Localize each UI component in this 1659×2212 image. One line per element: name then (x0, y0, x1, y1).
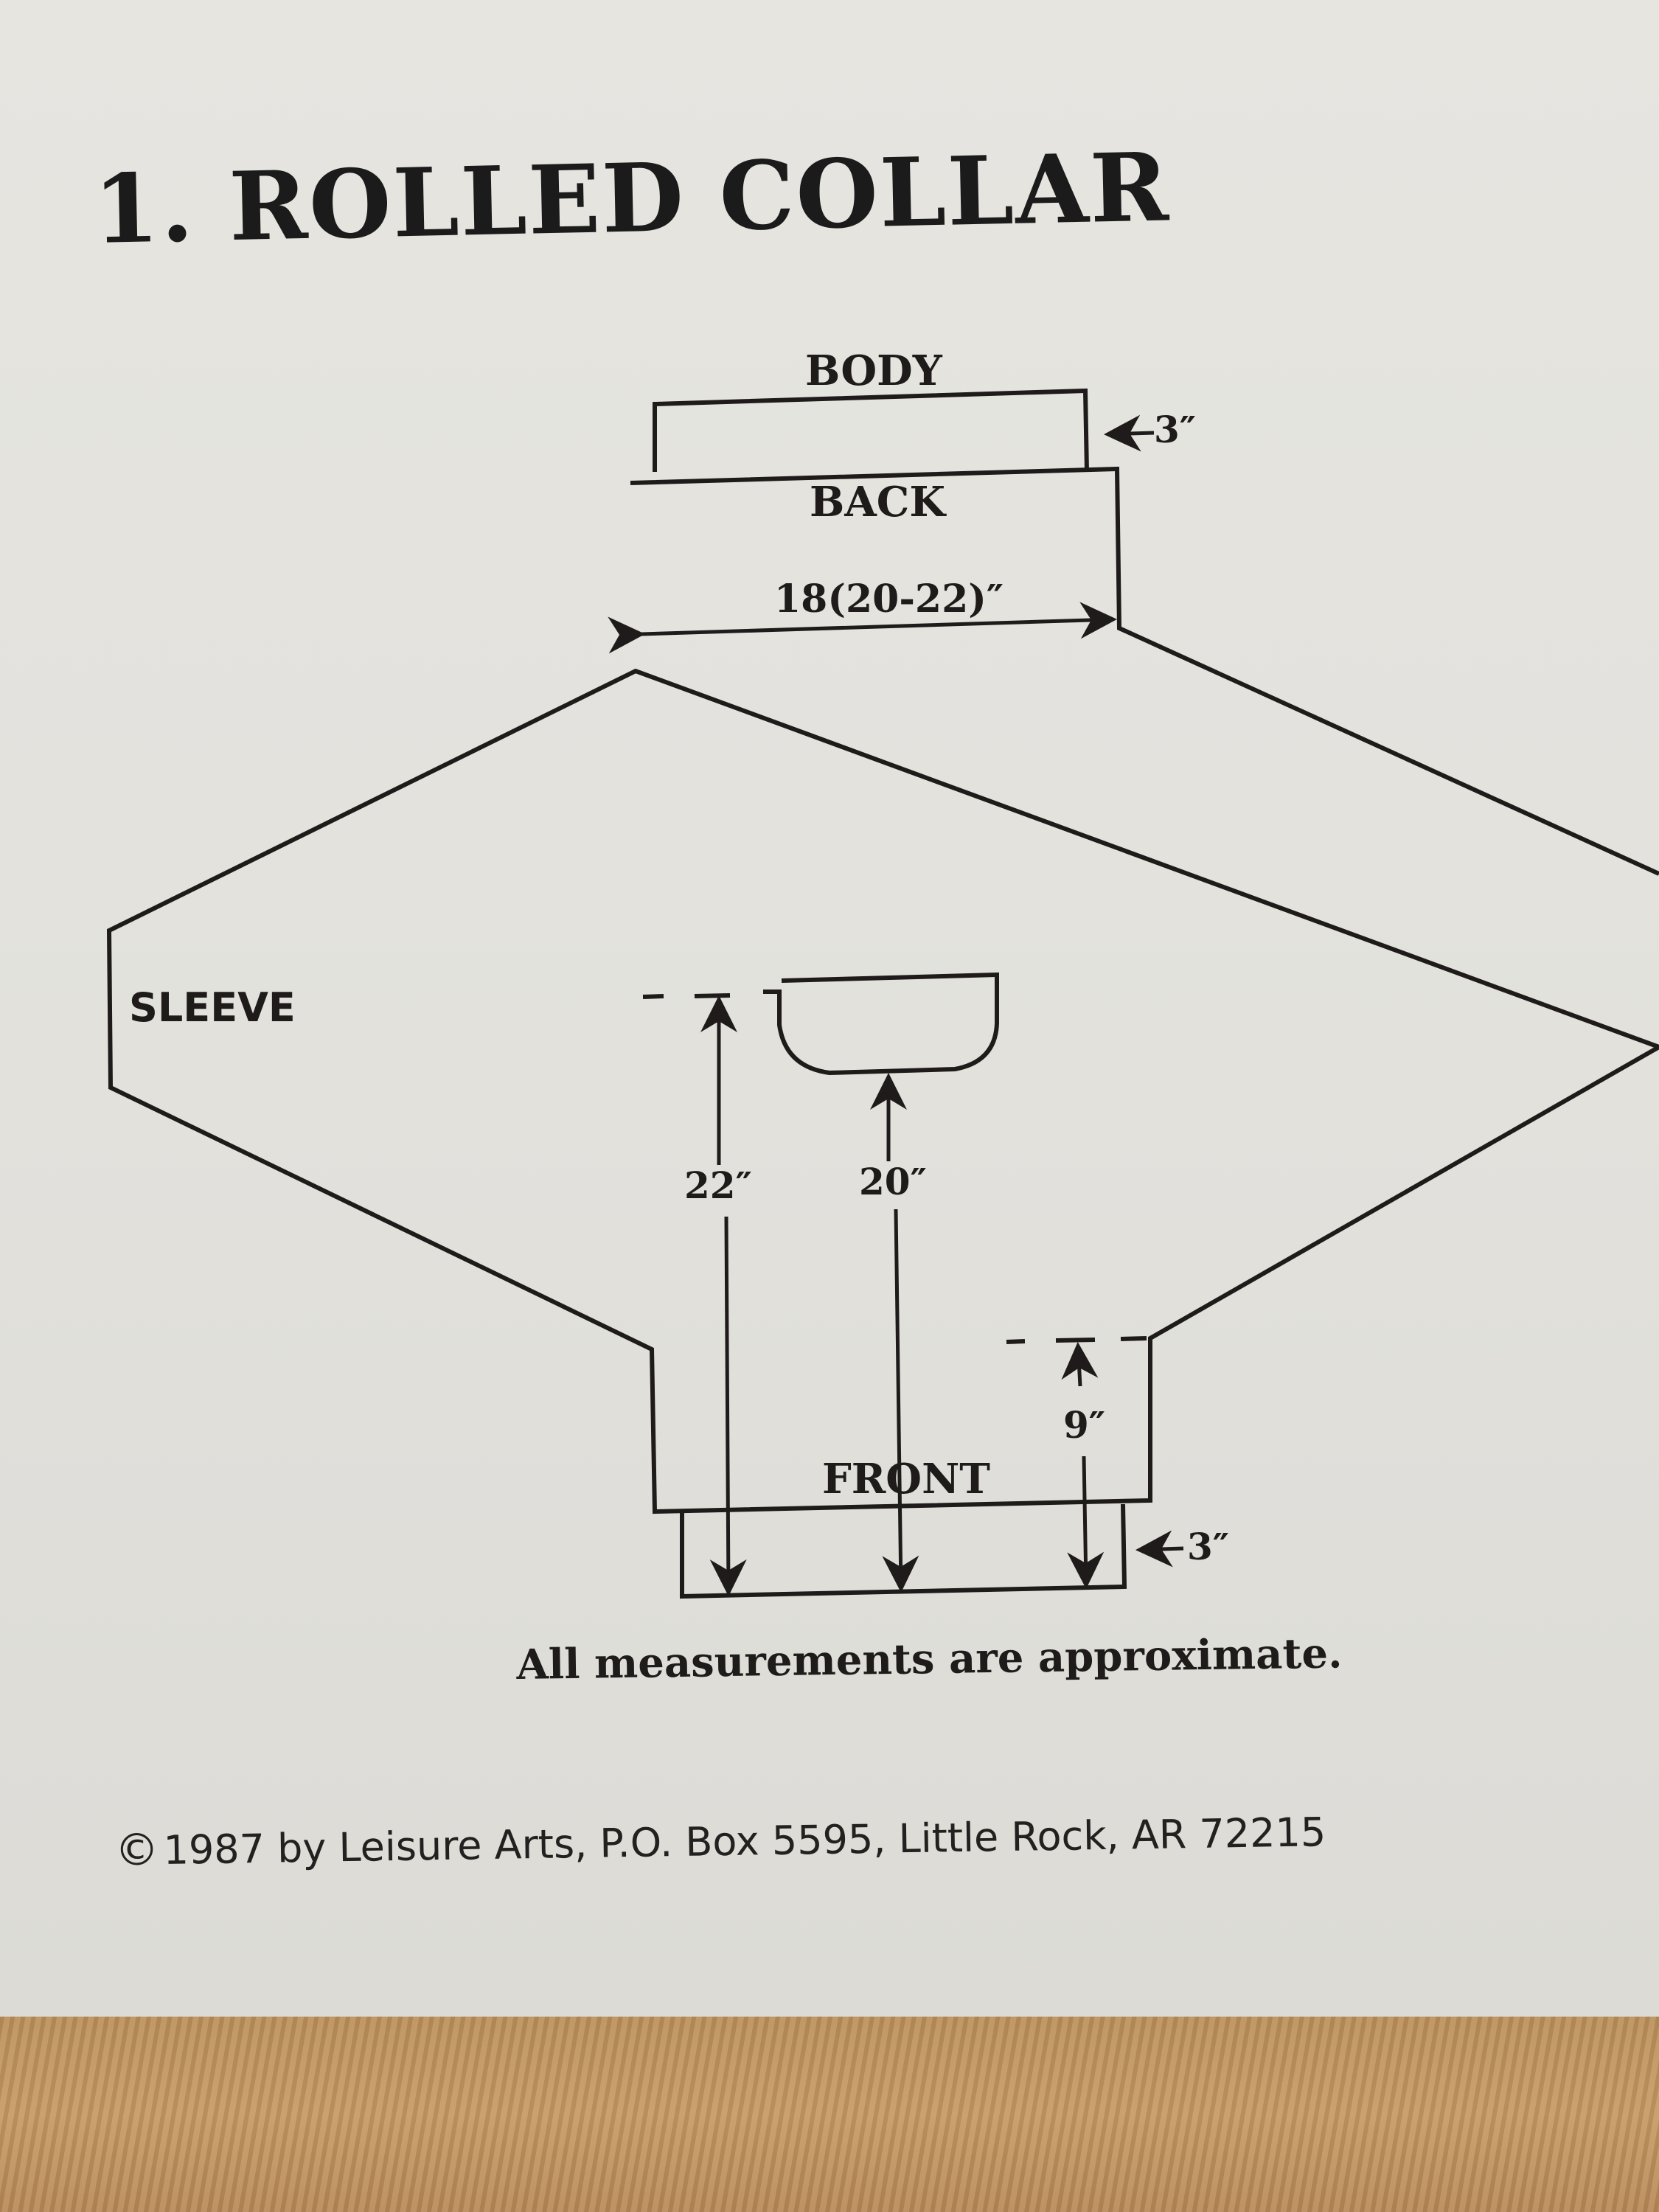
dash-mark (694, 993, 731, 998)
side-depth-label: 9″ (1063, 1403, 1105, 1447)
body-depth-label: 3″ (1154, 408, 1196, 451)
paper-sheet (0, 0, 1659, 2017)
front-band-outline (680, 1503, 1127, 1599)
wood-table-surface (0, 2017, 1659, 2212)
length-outer-label: 22″ (684, 1164, 752, 1207)
body-depth-pointer (1104, 414, 1155, 452)
length-center-arrow-bottom (882, 1208, 919, 1593)
length-outer-arrow-bottom (709, 1216, 747, 1596)
dash-mark (1120, 1336, 1147, 1341)
length-center-label: 20″ (859, 1160, 927, 1203)
body-label: BODY (805, 347, 943, 395)
front-band-depth-label: 3″ (1187, 1525, 1229, 1568)
garment-outline (106, 466, 1659, 1514)
copyright-symbol: © (114, 1824, 160, 1877)
garment-diagram: BODY BACK 18(20-22)″ SLEEVE FRONT 3″ 3″ … (106, 347, 1659, 1599)
side-depth-arrow-bottom (1067, 1455, 1105, 1589)
neck-opening-outline (763, 972, 999, 1076)
sleeve-label: SLEEVE (129, 984, 296, 1031)
front-band-pointer (1135, 1530, 1184, 1568)
body-band-outline (653, 388, 1089, 473)
dash-mark (642, 994, 664, 999)
side-depth-arrow-top (1061, 1342, 1099, 1387)
back-width-arrow (608, 602, 1117, 654)
back-label: BACK (810, 478, 947, 526)
front-label: FRONT (822, 1455, 990, 1503)
dash-mark (1006, 1339, 1026, 1344)
back-width-label: 18(20-22)″ (774, 577, 1004, 622)
